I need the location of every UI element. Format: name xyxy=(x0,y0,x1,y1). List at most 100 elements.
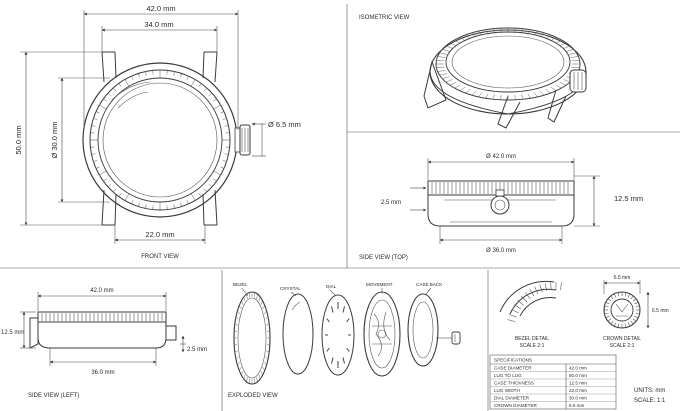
bezel-tick xyxy=(521,94,524,100)
crown-ridge xyxy=(624,323,627,328)
bezel-tick xyxy=(571,59,580,62)
bezel-tick xyxy=(500,94,502,100)
front-lug-width-label: 22.0 mm xyxy=(145,230,174,239)
bezel-tick xyxy=(449,42,457,47)
bezel-tick xyxy=(95,111,100,114)
bezel-tick xyxy=(208,183,213,188)
bezel-tick xyxy=(529,289,535,297)
crown-ridge xyxy=(605,315,610,319)
crown-ridge xyxy=(630,295,634,300)
bezel-tick xyxy=(213,170,221,176)
bezel-tick xyxy=(93,118,98,120)
bezel-tick xyxy=(91,153,96,155)
bezel-tick xyxy=(449,81,457,86)
bezel-tick xyxy=(99,104,107,110)
side-top-bottom-width-label: Ø 36.0 mm xyxy=(486,248,516,254)
bezel-tick xyxy=(213,178,217,182)
bezel-tick xyxy=(220,111,225,114)
exploded-label-case-back: CASE BACK xyxy=(416,282,443,287)
crown-ridge xyxy=(635,305,640,308)
bezel-tick xyxy=(237,310,241,315)
bezel-tick xyxy=(514,304,522,310)
spec-value: 12.5 mm xyxy=(569,381,587,386)
bezel-tick xyxy=(507,319,516,322)
side-left-bottom-width-label: 36.0 mm xyxy=(91,370,114,376)
bezel-tick xyxy=(256,376,258,382)
bezel-tick xyxy=(439,52,448,55)
spec-value: 22.0 mm xyxy=(569,388,587,393)
bezel-detail-scale: SCALE 2:1 xyxy=(520,343,545,349)
panel-dividers xyxy=(0,4,680,411)
bezel-tick xyxy=(563,45,571,49)
side-top-width-label: Ø 42.0 mm xyxy=(486,154,516,160)
bezel-tick xyxy=(568,52,577,55)
bezel-tick xyxy=(550,86,557,91)
crown-ridge xyxy=(627,322,631,327)
side-left-bezel-ticks xyxy=(41,313,163,321)
bezel-tick xyxy=(239,305,242,310)
bezel-tick xyxy=(262,305,265,310)
bezel-tick xyxy=(539,284,543,293)
bezel-tick xyxy=(186,200,189,205)
bezel-tick xyxy=(241,300,244,305)
bezel-tick xyxy=(234,323,238,326)
crown-ridge xyxy=(610,295,614,300)
bezel-tick xyxy=(555,39,562,44)
spec-value: 30.0 mm xyxy=(569,396,587,401)
bezel-tick xyxy=(93,160,98,162)
bezel-detail-ticks xyxy=(507,281,562,322)
spec-value: 42.0 mm xyxy=(569,366,587,371)
bezel-tick xyxy=(437,56,446,58)
bezel-tick xyxy=(224,125,229,127)
exploded-bezel-ticks xyxy=(234,292,270,384)
crown-ridge xyxy=(627,293,631,298)
bezel-tick xyxy=(442,76,450,79)
bezel-tick xyxy=(266,344,270,346)
specs-title: SPECIFICATIONS xyxy=(494,358,532,363)
crown-ridge xyxy=(607,318,612,322)
bezel-tick xyxy=(525,292,531,300)
bezel-tick xyxy=(559,81,567,86)
side-left-crystal-label: 2.5 mm xyxy=(187,347,207,353)
bezel-tick xyxy=(439,73,448,76)
bezel-tick xyxy=(544,283,548,292)
bezel-tick xyxy=(454,39,461,44)
bezel-tick xyxy=(263,310,267,315)
bezel-tick xyxy=(262,366,265,371)
bezel-tick xyxy=(260,300,263,305)
side-view-top: Ø 42.0 mm 12.5 mm 2.5 mm Ø 36.0 mm SIDE … xyxy=(359,154,643,261)
dial-hour-markers xyxy=(325,302,351,368)
bezel-tick xyxy=(91,125,96,127)
crown-ridge xyxy=(604,312,609,315)
bezel-tick xyxy=(237,361,241,366)
bezel-tick xyxy=(186,75,189,80)
dial-marker xyxy=(331,357,334,364)
front-height-label: 50.0 mm xyxy=(14,125,23,154)
crown-ridge xyxy=(634,315,639,319)
bezel-tick xyxy=(478,92,483,98)
exploded-view-title: EXPLODED VIEW xyxy=(228,393,278,399)
bezel-tick xyxy=(234,350,238,353)
side-top-bezel-ticks xyxy=(431,182,569,194)
bezel-tick xyxy=(198,193,202,197)
bezel-tick xyxy=(485,93,489,99)
bezel-tick xyxy=(203,188,208,193)
bezel-tick xyxy=(266,330,270,332)
bezel-tick xyxy=(566,49,574,52)
bezel-tick xyxy=(539,90,545,96)
bezel-tick xyxy=(180,73,182,78)
bezel-tick xyxy=(563,79,571,83)
exploded-label-movement: MOVEMENT xyxy=(366,282,393,287)
bezel-detail-title: BEZEL DETAIL xyxy=(515,336,549,342)
crown-detail: 6.5 mm 6.5 mm CROWN DETAIL SCALE 2:1 xyxy=(603,275,669,349)
crown-ridge xyxy=(610,320,614,325)
bezel-tick xyxy=(258,374,261,380)
spec-label: LUG WIDTH xyxy=(494,388,520,393)
bezel-tick xyxy=(534,286,539,295)
bezel-tick xyxy=(571,66,580,69)
bezel-tick xyxy=(224,153,229,155)
bezel-tick xyxy=(235,316,239,320)
spec-label: CASE DIAMETER xyxy=(494,366,532,371)
